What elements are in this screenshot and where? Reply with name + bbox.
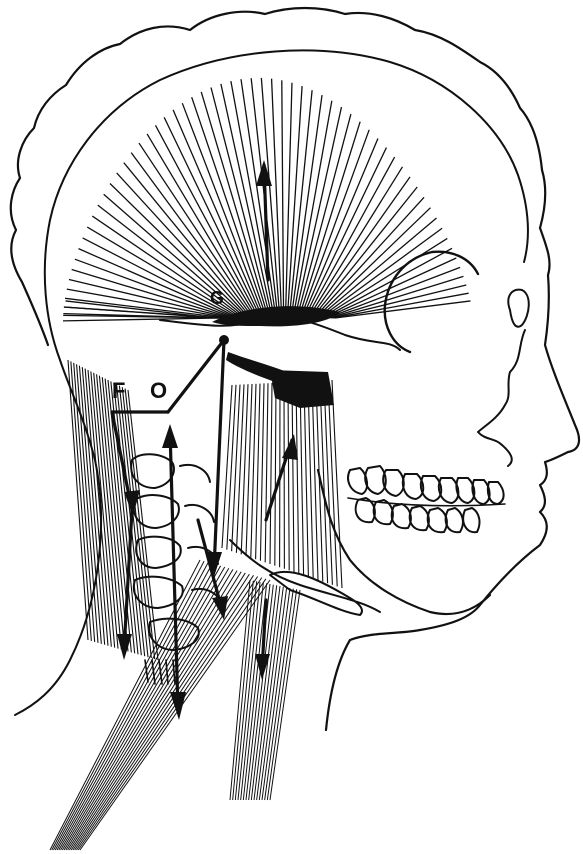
muscle-fiber bbox=[233, 581, 254, 800]
muscle-fiber bbox=[54, 562, 209, 850]
muscle-fiber bbox=[125, 389, 155, 659]
label-g: G bbox=[210, 288, 224, 308]
temporalis-arrowhead bbox=[256, 160, 272, 186]
muscle-fiber bbox=[325, 258, 456, 318]
muscle-fiber bbox=[236, 384, 244, 552]
muscle-fiber bbox=[232, 385, 240, 552]
muscle-fiber bbox=[299, 122, 360, 318]
muscle-fiber bbox=[256, 384, 260, 560]
muscle-fiber bbox=[222, 385, 232, 548]
muscle-fiber bbox=[291, 95, 322, 318]
muscle-fiber bbox=[66, 571, 237, 850]
muscle-fiber bbox=[285, 83, 291, 318]
muscle-fiber bbox=[201, 92, 268, 318]
nasal-contour bbox=[478, 330, 525, 466]
muscle-fiber bbox=[296, 382, 299, 574]
muscle-fiber bbox=[270, 383, 272, 564]
neck-back-outline bbox=[15, 360, 101, 715]
muscle-fiber bbox=[231, 81, 274, 318]
muscle-fiber bbox=[305, 148, 387, 318]
neck-center-arrowhead bbox=[170, 692, 186, 720]
muscle-fiber bbox=[227, 385, 236, 550]
lever-o-g bbox=[168, 340, 224, 412]
muscle-fiber bbox=[63, 318, 221, 321]
muscle-fiber bbox=[312, 187, 417, 318]
muscle-fiber bbox=[62, 568, 228, 850]
muscle-fiber bbox=[324, 380, 332, 584]
muscle-fiber bbox=[288, 382, 289, 570]
pivot-point bbox=[219, 335, 229, 345]
center-up-arrowhead bbox=[162, 424, 178, 448]
muscle-fiber bbox=[74, 363, 95, 642]
muscle-fiber bbox=[303, 138, 378, 318]
muscle-fiber bbox=[275, 383, 276, 566]
muscle-fiber bbox=[328, 380, 337, 586]
muscle-fiber bbox=[310, 177, 410, 318]
neck-left-arrowhead bbox=[117, 634, 132, 660]
muscle-fiber bbox=[265, 383, 268, 562]
muscle-fiber bbox=[300, 382, 304, 576]
muscle-fiber bbox=[316, 208, 431, 318]
orbit bbox=[508, 290, 528, 327]
muscle-fiber bbox=[292, 382, 294, 572]
muscle-fiber bbox=[55, 564, 212, 850]
muscle-fiber bbox=[68, 572, 242, 850]
lower-teeth bbox=[356, 498, 480, 532]
zygomatic-fan bbox=[226, 352, 295, 388]
upper-teeth bbox=[348, 466, 504, 504]
muscle-fiber bbox=[69, 279, 230, 318]
muscle-fiber bbox=[304, 381, 308, 576]
muscle-fiber bbox=[332, 380, 342, 588]
masseter-fibers bbox=[222, 380, 342, 588]
muscle-fiber bbox=[73, 575, 254, 850]
label-o: O bbox=[150, 378, 167, 403]
muscle-fiber bbox=[282, 80, 284, 318]
muscle-fiber bbox=[289, 90, 312, 318]
muscle-fiber bbox=[77, 364, 98, 643]
muscle-fiber bbox=[295, 107, 341, 318]
muscle-fiber bbox=[270, 590, 300, 800]
label-f: F bbox=[112, 378, 125, 403]
muscle-fiber bbox=[260, 383, 264, 560]
